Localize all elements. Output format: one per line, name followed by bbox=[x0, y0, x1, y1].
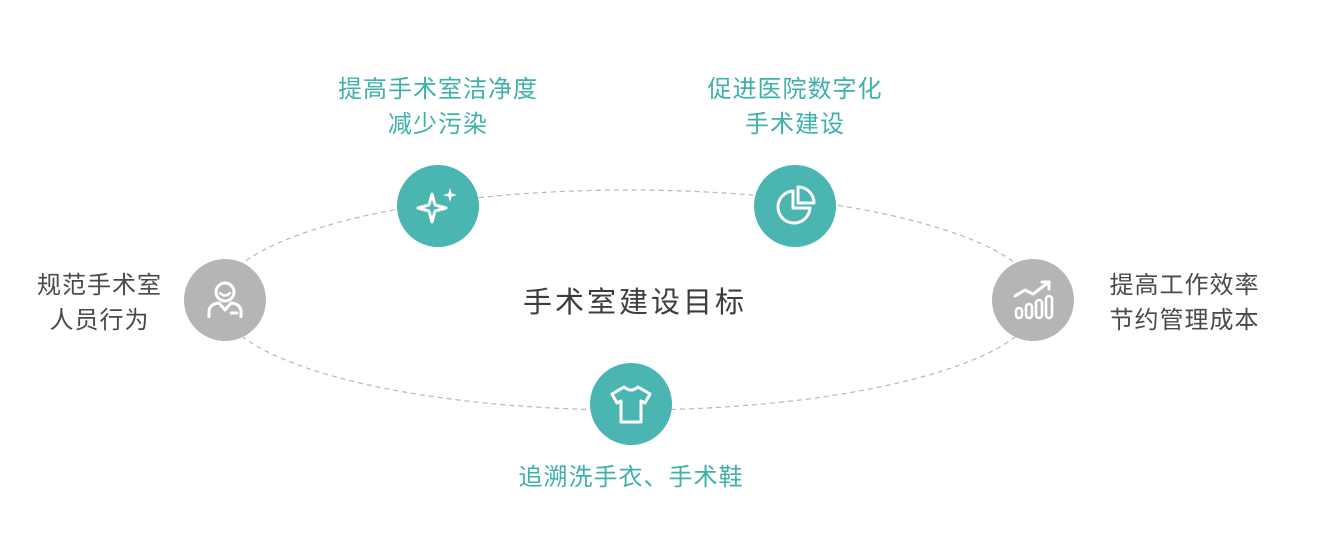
bar-trend-icon bbox=[1013, 280, 1054, 320]
sparkle-icon bbox=[416, 188, 457, 224]
goal-label-line: 节约管理成本 bbox=[1109, 306, 1260, 334]
goal-label-line: 规范手术室 bbox=[37, 271, 162, 299]
goal-node-traceability bbox=[590, 363, 672, 445]
goal-node-digital bbox=[754, 165, 836, 247]
goal-node-behavior bbox=[184, 259, 266, 341]
goal-node-cleanliness bbox=[397, 165, 479, 247]
pie-chart-icon bbox=[776, 185, 816, 225]
goal-label-line: 人员行为 bbox=[49, 306, 150, 334]
goal-label-traceability: 追溯洗手衣、手术鞋 bbox=[495, 460, 767, 495]
goal-label-line: 促进医院数字化 bbox=[707, 75, 883, 103]
goal-node-efficiency bbox=[992, 259, 1074, 341]
goal-label-digital: 促进医院数字化 手术建设 bbox=[685, 72, 905, 142]
goal-label-behavior: 规范手术室 人员行为 bbox=[22, 268, 177, 338]
person-badge-icon bbox=[207, 281, 243, 318]
goal-label-efficiency: 提高工作效率 节约管理成本 bbox=[1092, 268, 1277, 338]
diagram-title: 手术室建设目标 bbox=[522, 285, 747, 319]
goal-label-cleanliness: 提高手术室洁净度 减少污染 bbox=[318, 72, 558, 142]
goal-label-line: 减少污染 bbox=[388, 110, 488, 138]
tshirt-icon bbox=[610, 385, 652, 424]
goal-label-line: 手术建设 bbox=[745, 110, 845, 138]
goal-label-line: 追溯洗手衣、手术鞋 bbox=[518, 463, 744, 491]
goal-label-line: 提高手术室洁净度 bbox=[338, 75, 538, 103]
goal-label-line: 提高工作效率 bbox=[1109, 271, 1260, 299]
